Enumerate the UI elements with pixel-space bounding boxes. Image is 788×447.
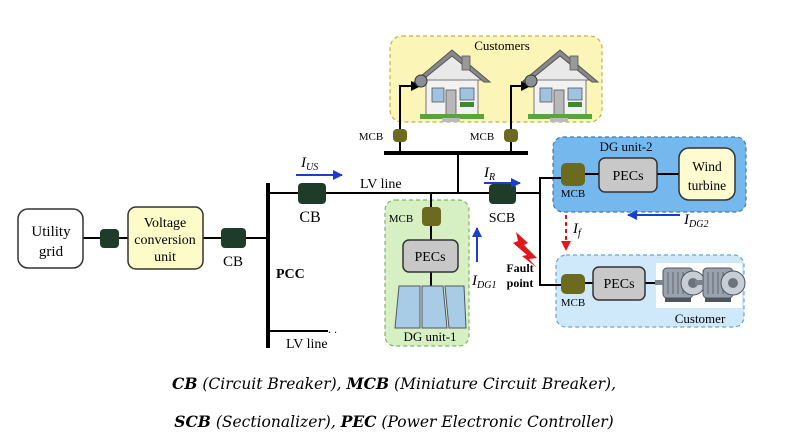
current-if-label: If	[572, 221, 582, 239]
cb-left-label: CB	[223, 254, 243, 270]
current-idg2-label: IDG2	[683, 212, 708, 230]
current-ir-label: IR	[483, 165, 495, 183]
pcc-label: PCC	[276, 267, 305, 282]
dg2-pecs-box	[598, 157, 658, 193]
scb-label: SCB	[489, 211, 515, 226]
legend-text-mcb: (Miniature Circuit Breaker),	[389, 375, 616, 393]
mcb-house-1	[393, 129, 407, 142]
legend-line-1: CB (Circuit Breaker), MCB (Miniature Cir…	[0, 374, 788, 393]
voltage-conversion-box	[127, 206, 204, 270]
voltage-label-1: Voltage	[144, 216, 187, 231]
fault-label-1: Fault	[506, 261, 533, 275]
wind-turbine-label-1: Wind	[692, 159, 722, 174]
customer-mcb	[561, 274, 585, 294]
breaker-cb-left	[221, 228, 246, 248]
dg2-mcb	[561, 163, 585, 186]
load-meter-1	[414, 74, 428, 88]
scb-breaker	[489, 184, 516, 204]
current-idg1-label: IDG1	[471, 273, 496, 291]
current-ius-label: IUS	[300, 155, 318, 173]
wire-mcb1-house	[399, 81, 421, 129]
legend-abbr-cb: CB	[172, 374, 198, 393]
lv-line-bottom-label: LV line	[286, 337, 328, 352]
voltage-label-3: unit	[154, 250, 176, 265]
fault-label-2: point	[507, 276, 534, 290]
legend-text-pec: (Power Electronic Controller)	[376, 413, 614, 431]
dg2-title: DG unit-2	[599, 139, 652, 154]
utility-grid-label-2: grid	[39, 244, 64, 260]
load-meter-2	[524, 74, 538, 88]
utility-grid-box	[17, 208, 84, 269]
utility-grid-label-1: Utility	[31, 224, 71, 240]
mcb-house-2-label: MCB	[470, 131, 494, 143]
wire-scb-dg2	[516, 177, 561, 194]
legend-abbr-mcb: MCB	[346, 374, 390, 393]
cb-main-label: CB	[299, 209, 320, 226]
legend-text-cb: (Circuit Breaker),	[197, 375, 347, 393]
lightning-icon	[513, 232, 537, 268]
solar-panel-icon	[394, 285, 467, 329]
wind-turbine-box	[678, 147, 736, 201]
legend-text-scb: (Sectionalizer),	[210, 413, 341, 431]
voltage-label-2: conversion	[134, 233, 195, 248]
dg1-mcb	[422, 207, 441, 226]
customers-title: Customers	[474, 38, 530, 53]
dg2-mcb-label: MCB	[561, 188, 585, 200]
legend-abbr-pec: PEC	[340, 412, 377, 431]
wind-turbine-label-2: turbine	[688, 178, 726, 193]
breaker-cb-main	[298, 183, 326, 204]
dg1-mcb-label: MCB	[389, 213, 413, 225]
lv-line-main-label: LV line	[360, 177, 402, 192]
lv-line-dots: . .	[328, 322, 337, 336]
customer-title: Customer	[675, 311, 726, 326]
dg1-pecs-box	[402, 239, 459, 273]
wire-mcb2-house	[510, 81, 531, 129]
mcb-house-2	[504, 129, 518, 142]
dg1-title: DG unit-1	[403, 329, 456, 344]
customer-mcb-label: MCB	[561, 297, 585, 309]
legend-abbr-scb: SCB	[174, 412, 211, 431]
wire-customer-feed	[539, 193, 561, 286]
customer-pecs-label: PECs	[603, 277, 634, 292]
mcb-house-1-label: MCB	[359, 131, 383, 143]
dg2-pecs-label: PECs	[612, 169, 643, 184]
legend-line-2: SCB (Sectionalizer), PEC (Power Electron…	[0, 412, 788, 431]
dg1-pecs-label: PECs	[414, 250, 445, 265]
customer-pecs-box	[592, 266, 646, 301]
breaker-1	[100, 229, 119, 248]
